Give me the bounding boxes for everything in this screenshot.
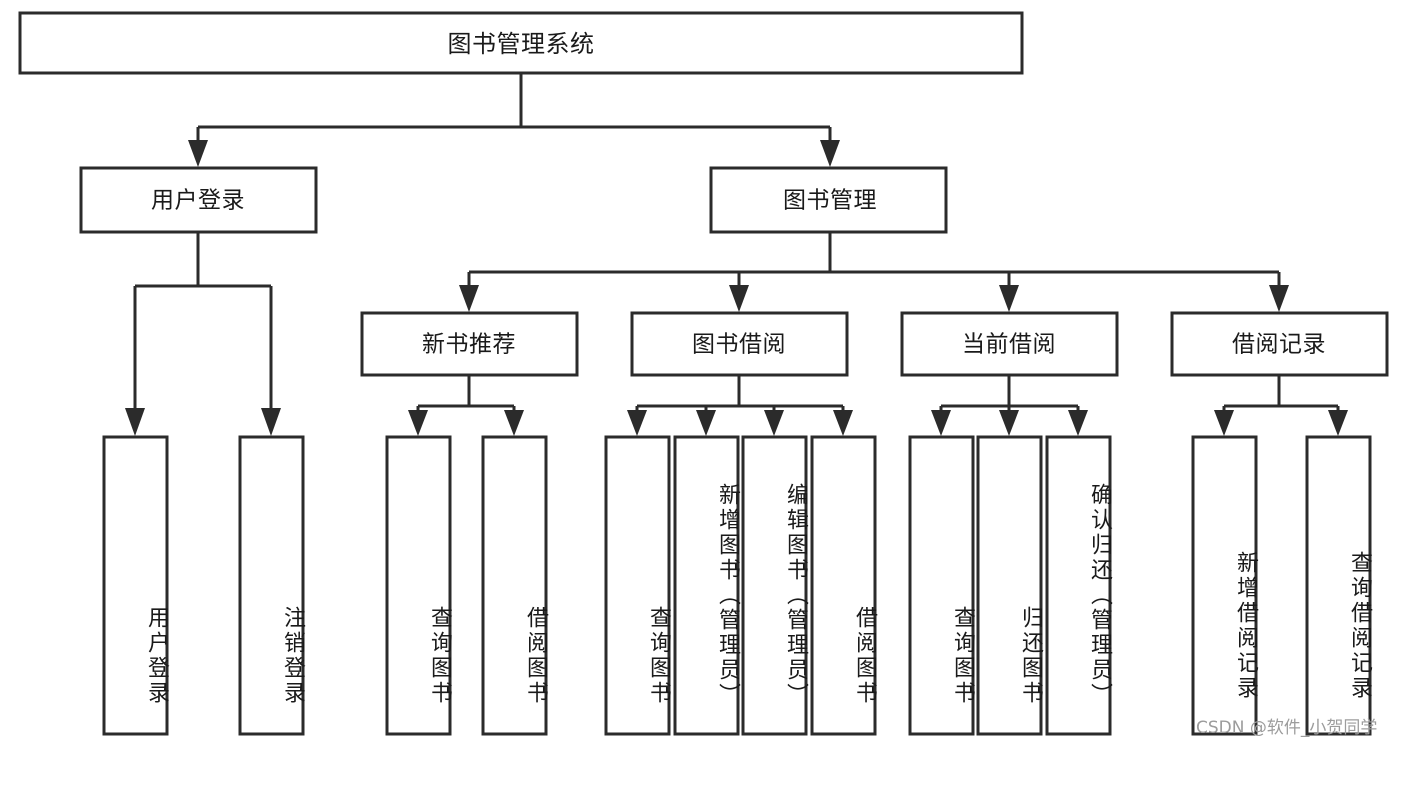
arrowhead-leaf-user-logout [261,408,281,436]
node-box-leaf-borrow-book-2[interactable] [810,435,877,736]
node-box-leaf-add-record[interactable] [1191,435,1258,736]
node-box-leaf-add-book[interactable] [673,435,740,736]
arrowhead-book-borrow [729,285,749,312]
node-box-leaf-user-login[interactable] [102,435,169,736]
node-label-borrow-record: 借阅记录 [1232,332,1326,358]
node-box-leaf-borrow-book-1[interactable] [481,435,548,736]
arrowhead-leaf-query-record [1328,410,1348,436]
node-box-leaf-user-logout[interactable] [238,435,305,736]
arrowhead-leaf-user-login [125,408,145,436]
node-box-new-book-recommend[interactable] [360,311,579,377]
node-label-current-borrow: 当前借阅 [962,332,1056,358]
node-box-leaf-return-book[interactable] [976,435,1043,736]
arrowhead-leaf-query-book-2 [627,410,647,436]
csdn-watermark: CSDN @软件_小贺同学 [1196,718,1378,738]
node-box-leaf-query-book-2[interactable] [604,435,671,736]
arrowhead-user-login [188,140,208,167]
arrowhead-leaf-add-record [1214,410,1234,436]
node-box-book-borrow[interactable] [630,311,849,377]
arrowhead-leaf-add-book [696,410,716,436]
node-box-leaf-confirm-return[interactable] [1045,435,1112,736]
diagram-canvas: 图书管理系统 用户登录 图书管理 新书推荐 图书借阅 当前借阅 借阅记录 [18,11,1389,738]
arrowhead-leaf-borrow-book-1 [504,410,524,436]
node-label-new-book-recommend: 新书推荐 [422,332,516,358]
node-box-leaf-query-book-3[interactable] [908,435,975,736]
node-box-leaf-query-record[interactable] [1305,435,1372,736]
arrowhead-new-book-recommend [459,285,479,312]
node-box-leaf-edit-book[interactable] [741,435,808,736]
node-box-book-manage[interactable] [709,166,948,234]
arrowhead-leaf-edit-book [764,410,784,436]
node-box-borrow-record[interactable] [1170,311,1389,377]
arrowhead-leaf-query-book-3 [931,410,951,436]
arrowhead-book-manage [820,140,840,167]
node-box-root[interactable] [18,11,1024,75]
arrowhead-leaf-query-book-1 [408,410,428,436]
node-box-current-borrow[interactable] [900,311,1119,377]
arrowhead-leaf-borrow-book-2 [833,410,853,436]
node-box-leaf-query-book-1[interactable] [385,435,452,736]
arrowhead-borrow-record [1269,285,1289,312]
arrowhead-leaf-confirm-return [1068,410,1088,436]
node-label-book-manage: 图书管理 [783,188,877,214]
hierarchy-diagram-svg: 图书管理系统 用户登录 图书管理 新书推荐 图书借阅 当前借阅 借阅记录 [18,11,1389,736]
node-label-book-borrow: 图书借阅 [692,332,786,358]
arrowhead-current-borrow [999,285,1019,312]
node-label-root: 图书管理系统 [448,30,595,58]
connector-layer [125,73,1348,436]
arrowhead-leaf-return-book [999,410,1019,436]
node-layer: 图书管理系统 用户登录 图书管理 新书推荐 图书借阅 当前借阅 借阅记录 [18,11,1389,736]
node-label-user-login: 用户登录 [151,188,245,214]
node-box-user-login[interactable] [79,166,318,234]
